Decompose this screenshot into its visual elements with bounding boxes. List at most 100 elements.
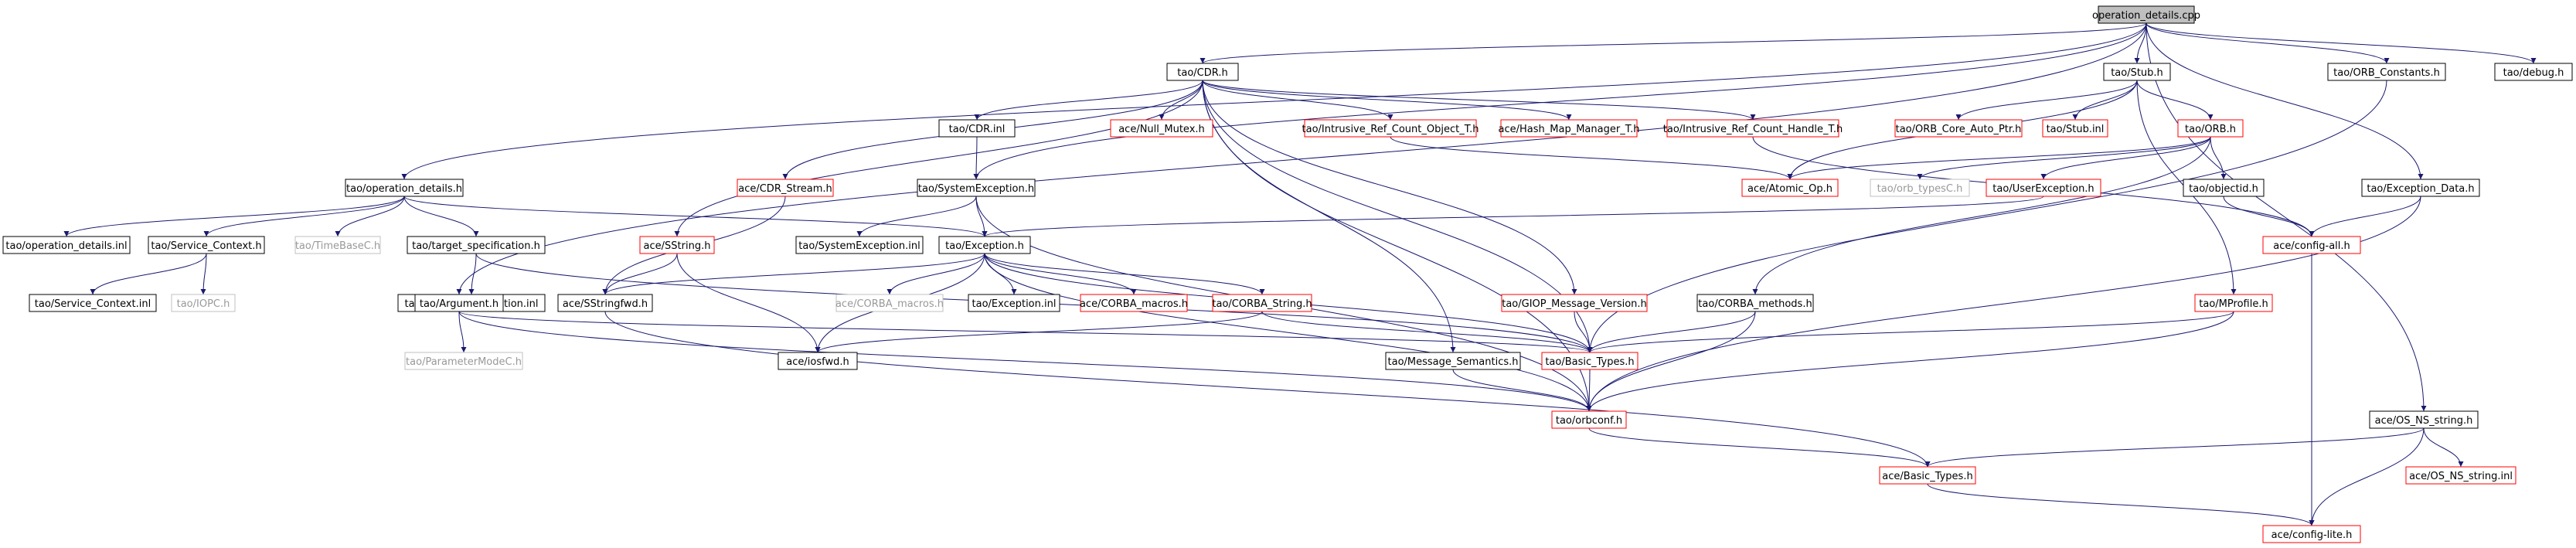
node-sstring[interactable]: ace/SString.h xyxy=(639,236,715,254)
node-box xyxy=(2262,236,2361,254)
node-stubinl[interactable]: tao/Stub.inl xyxy=(2042,119,2108,138)
node-corbamacrostao[interactable]: ace/CORBA_macros.h xyxy=(1080,294,1188,312)
node-label: tao/Exception.h xyxy=(945,240,1024,252)
edge-servctx-to-iopc xyxy=(200,253,207,295)
node-atomic[interactable]: ace/Atomic_Op.h xyxy=(1741,179,1839,197)
node-corbamethods[interactable]: tao/CORBA_methods.h xyxy=(1696,294,1814,312)
edge-opdet-to-opdetinl xyxy=(63,196,405,237)
node-exception[interactable]: tao/Exception.h xyxy=(938,236,1031,254)
node-paramode[interactable]: tao/ParameterModeC.h xyxy=(404,352,523,370)
node-corbastring[interactable]: tao/CORBA_String.h xyxy=(1212,294,1312,312)
edge-argument-to-paramode xyxy=(458,311,467,353)
node-hashmap[interactable]: ace/Hash_Map_Manager_T.h xyxy=(1499,119,1640,138)
node-box xyxy=(294,236,381,254)
node-root[interactable]: operation_details.cpp xyxy=(2092,5,2200,24)
node-label: ace/OS_NS_string.h xyxy=(2375,415,2473,427)
node-excinl[interactable]: tao/Exception.inl xyxy=(968,294,1060,312)
node-label: tao/Intrusive_Ref_Count_Object_T.h xyxy=(1302,124,1479,135)
edge-orb-to-orbtypes xyxy=(1917,136,2211,180)
edge-cdr-to-intrefobj xyxy=(1202,80,1393,121)
edge-exception-to-corbastring xyxy=(984,253,1265,295)
node-orbconst[interactable]: tao/ORB_Constants.h xyxy=(2327,63,2446,81)
file-nodes: operation_details.cpp tao/CDR.h tao/Stub.h… xyxy=(2,5,2573,543)
node-label: tao/MProfile.h xyxy=(2199,298,2268,310)
node-label: ace/iosfwd.h xyxy=(786,356,849,368)
node-box xyxy=(414,294,504,312)
node-nullmutex[interactable]: ace/Null_Mutex.h xyxy=(1110,119,1213,138)
node-orbtypes[interactable]: tao/orb_typesC.h xyxy=(1870,179,1970,197)
node-label: tao/ORB.h xyxy=(2185,124,2236,135)
node-configlite[interactable]: ace/config-lite.h xyxy=(2262,525,2361,543)
node-cdrstream[interactable]: ace/CDR_Stream.h xyxy=(737,179,834,197)
node-opdetinl[interactable]: tao/operation_details.inl xyxy=(2,236,131,254)
node-label: ace/SStringfwd.h xyxy=(563,298,648,310)
node-sysexcinl[interactable]: tao/SystemException.inl xyxy=(795,236,924,254)
node-intrefobj[interactable]: tao/Intrusive_Ref_Count_Object_T.h xyxy=(1302,119,1479,138)
node-opdet[interactable]: tao/operation_details.h xyxy=(345,179,464,197)
edge-basictypesace-to-configlite xyxy=(1927,483,2315,526)
node-targetspec[interactable]: tao/target_specification.h xyxy=(407,236,546,254)
edge-orb-to-corbamethods xyxy=(1752,136,2211,295)
node-iopc[interactable]: tao/IOPC.h xyxy=(171,294,236,312)
node-box xyxy=(1551,410,1627,429)
edge-objectid-to-configall xyxy=(2223,196,2315,237)
edge-msgsem-to-orbconf xyxy=(1452,369,1592,412)
node-msgsem[interactable]: tao/Message_Semantics.h xyxy=(1385,352,1521,370)
node-servctx[interactable]: tao/Service_Context.h xyxy=(148,236,265,254)
node-basictypestao[interactable]: tao/Basic_Types.h xyxy=(1541,352,1638,370)
node-sysexc[interactable]: tao/SystemException.h xyxy=(917,179,1036,197)
node-mprofile[interactable]: tao/MProfile.h xyxy=(2194,294,2273,312)
edge-cdr-to-hashmap xyxy=(1202,80,1572,121)
node-orb[interactable]: tao/ORB.h xyxy=(2177,119,2244,138)
node-timebase[interactable]: tao/TimeBaseC.h xyxy=(294,236,381,254)
node-box xyxy=(1879,466,1976,485)
node-box xyxy=(639,236,715,254)
node-corbamacrosace[interactable]: ace/CORBA_macros.h xyxy=(835,294,944,312)
node-box xyxy=(1696,294,1814,312)
node-sstringfwd[interactable]: ace/SStringfwd.h xyxy=(557,294,653,312)
node-label: ace/Hash_Map_Manager_T.h xyxy=(1499,124,1640,135)
node-label: ace/OS_NS_string.inl xyxy=(2409,471,2513,482)
node-orbconf[interactable]: tao/orbconf.h xyxy=(1551,410,1627,429)
node-label: tao/ORB_Core_Auto_Ptr.h xyxy=(1896,124,2022,135)
edge-sstring-to-iosfwd xyxy=(676,253,821,353)
node-box xyxy=(2183,179,2265,197)
node-osns[interactable]: ace/OS_NS_string.h xyxy=(2369,410,2479,429)
node-objectid[interactable]: tao/objectid.h xyxy=(2183,179,2265,197)
edge-stub-to-orbcoreptr xyxy=(1955,80,2138,121)
edge-mprofile-to-orbconf xyxy=(1586,311,2234,412)
edge-sysexc-to-exception xyxy=(975,196,988,237)
node-label: tao/orb_typesC.h xyxy=(1877,183,1963,195)
edge-osns-to-basictypesace xyxy=(1924,427,2425,468)
edge-exception-to-corbamacrosace xyxy=(886,253,985,295)
node-label: ace/Basic_Types.h xyxy=(1882,471,1972,482)
node-box xyxy=(29,294,157,312)
node-orbcoreptr[interactable]: tao/ORB_Core_Auto_Ptr.h xyxy=(1894,119,2023,138)
node-cdr[interactable]: tao/CDR.h xyxy=(1166,63,1239,81)
node-iosfwd[interactable]: ace/iosfwd.h xyxy=(778,352,858,370)
dependency-edges xyxy=(63,22,2537,526)
edge-corbastring-to-basictypestao xyxy=(1261,311,1593,353)
node-intrefhandle[interactable]: tao/Intrusive_Ref_Count_Handle_T.h xyxy=(1663,119,1843,138)
edge-sysexc-to-sysexcinl xyxy=(856,196,977,237)
node-osnsinl[interactable]: ace/OS_NS_string.inl xyxy=(2405,466,2516,485)
node-label: tao/Argument.h xyxy=(420,298,499,310)
node-excdata[interactable]: tao/Exception_Data.h xyxy=(2361,179,2480,197)
edge-corbamethods-to-basictypestao xyxy=(1587,311,1756,353)
edge-stub-to-orb xyxy=(2136,80,2214,121)
node-cdrinl[interactable]: tao/CDR.inl xyxy=(938,119,1016,138)
node-label: ace/CORBA_macros.h xyxy=(835,298,944,310)
node-debug[interactable]: tao/debug.h xyxy=(2494,63,2573,81)
node-box xyxy=(2194,294,2273,312)
node-configall[interactable]: ace/config-all.h xyxy=(2262,236,2361,254)
edge-userexc-to-exception xyxy=(982,196,2044,237)
node-servctxinl[interactable]: tao/Service_Context.inl xyxy=(29,294,157,312)
node-basictypesace[interactable]: ace/Basic_Types.h xyxy=(1879,466,1976,485)
node-userexc[interactable]: tao/UserException.h xyxy=(1986,179,2101,197)
node-label: tao/CORBA_methods.h xyxy=(1698,298,1812,310)
node-stub[interactable]: tao/Stub.h xyxy=(2103,63,2171,81)
node-box xyxy=(2494,63,2573,81)
node-argument[interactable]: tao/Argument.h xyxy=(414,294,504,312)
node-giop[interactable]: tao/GIOP_Message_Version.h xyxy=(1501,294,1648,312)
edge-root-to-cdr xyxy=(1200,22,2147,64)
